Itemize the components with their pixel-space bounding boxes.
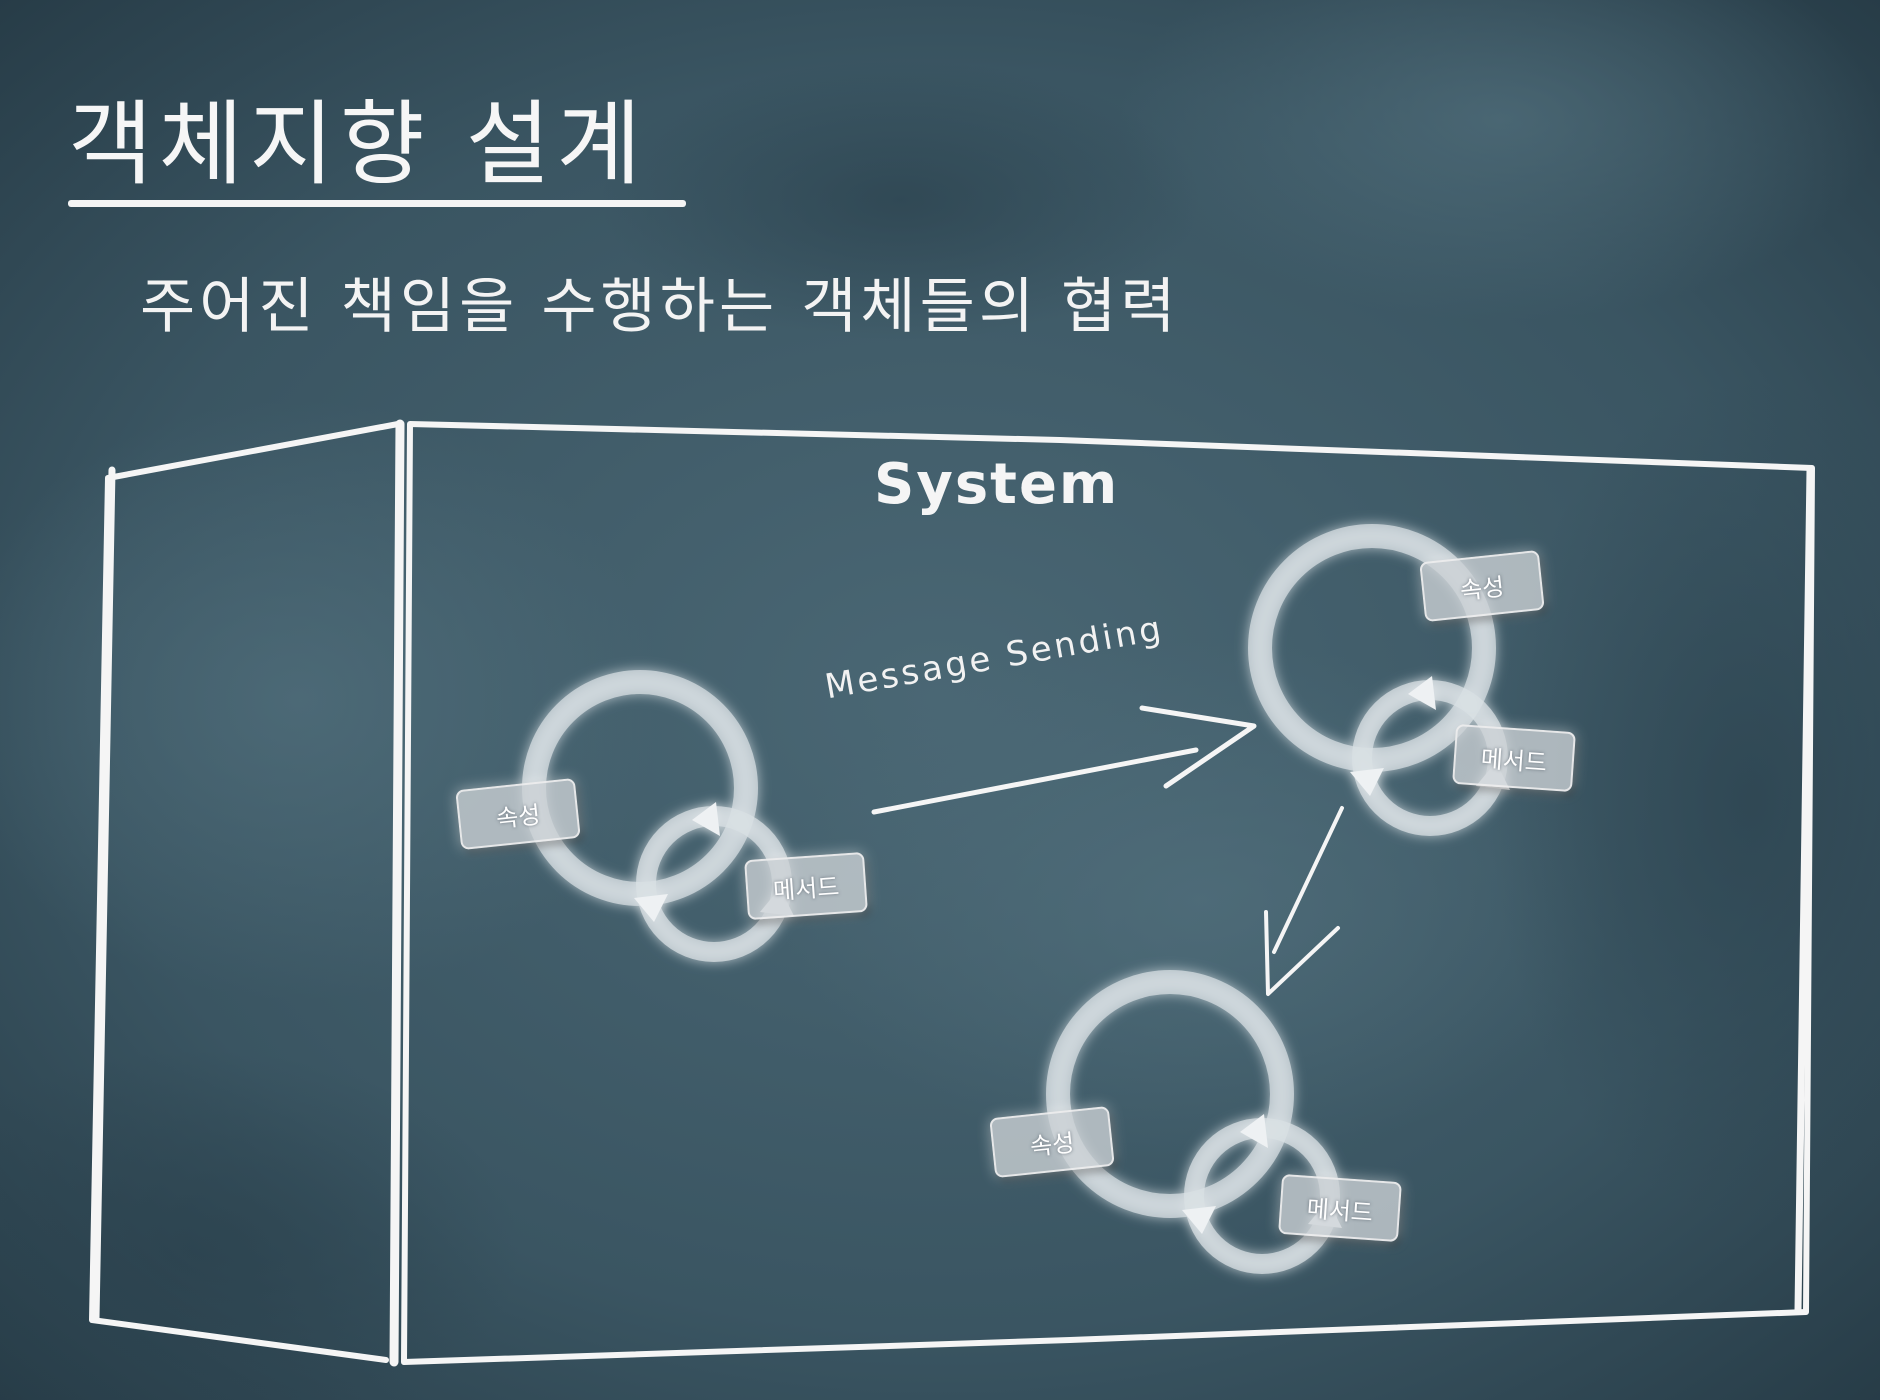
- object-3-method-tag: 메서드: [1278, 1173, 1402, 1243]
- object-3-attribute-tag: 속성: [989, 1105, 1115, 1179]
- system-label: System: [874, 452, 1120, 517]
- page-subtitle: 주어진 책임을 수행하는 객체들의 협력: [140, 272, 1180, 342]
- object-1-method-tag: 메서드: [744, 851, 868, 921]
- title-underline: [68, 200, 686, 207]
- page-title: 객체지향 설계: [68, 91, 648, 198]
- object-3-ring: [1046, 970, 1294, 1218]
- message-arrow-right: [871, 705, 1257, 815]
- object-2-attribute-tag: 속성: [1419, 549, 1545, 623]
- system-box: [89, 419, 1815, 1367]
- object-2-method-tag: 메서드: [1452, 723, 1576, 793]
- object-1-attribute-tag: 속성: [455, 777, 581, 851]
- message-arrow-down: [1264, 806, 1344, 996]
